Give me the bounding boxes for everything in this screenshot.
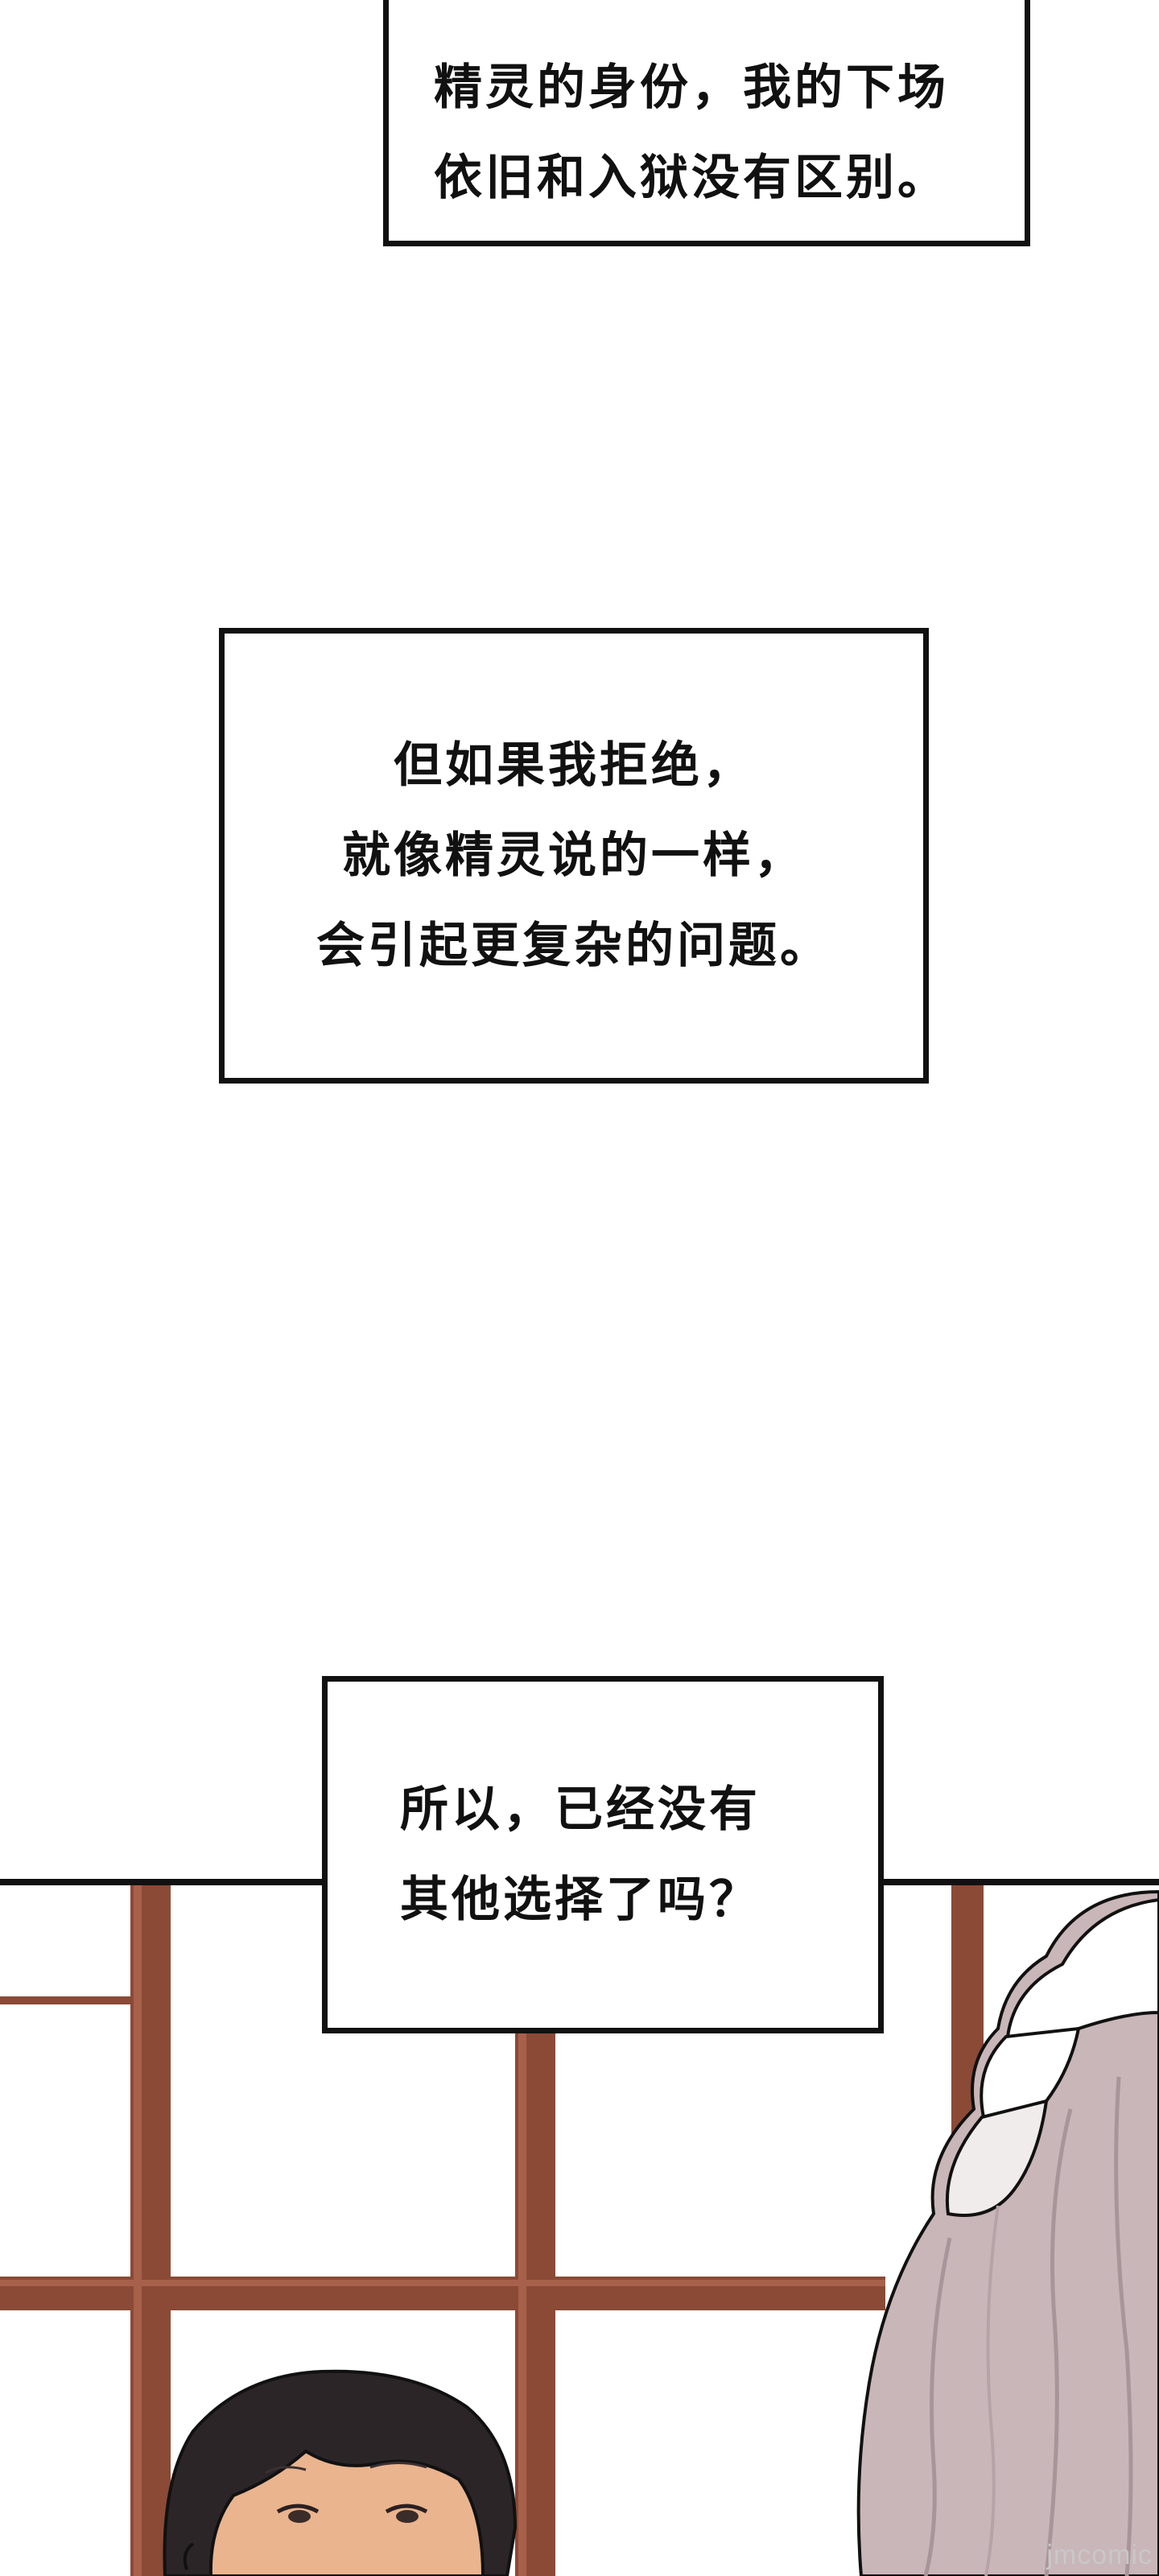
maid-character xyxy=(856,1889,1159,2576)
narration-box-2: 但如果我拒绝， 就像精灵说的一样， 会引起更复杂的问题。 xyxy=(219,628,929,1084)
narration-1-line-2: 依旧和入狱没有区别。 xyxy=(434,150,949,206)
watermark: jmcomic xyxy=(1046,2540,1153,2570)
narration-1-line-1: 精灵的身份，我的下场 xyxy=(434,60,949,116)
narration-2-line-1: 但如果我拒绝， xyxy=(394,737,754,794)
narration-3-line-2: 其他选择了吗？ xyxy=(400,1872,761,1928)
narration-2-line-2: 就像精灵说的一样， xyxy=(342,828,806,884)
narration-box-3: 所以，已经没有 其他选择了吗？ xyxy=(322,1676,884,2033)
narration-2-line-3: 会引起更复杂的问题。 xyxy=(316,918,831,974)
man-character xyxy=(163,2369,518,2576)
narration-box-1: 精灵的身份，我的下场 依旧和入狱没有区别。 xyxy=(383,0,1030,246)
narration-3-line-1: 所以，已经没有 xyxy=(400,1781,761,1838)
